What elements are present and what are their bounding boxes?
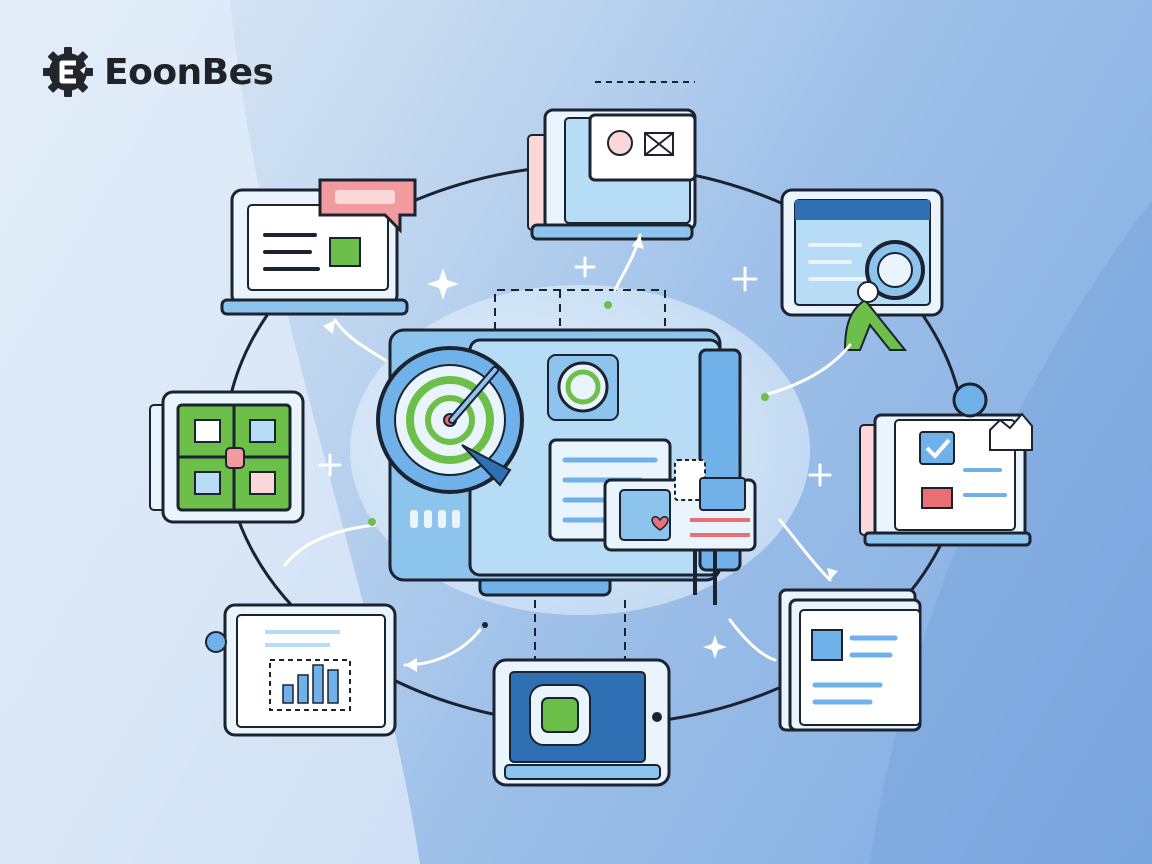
grid-task-module [149, 390, 305, 524]
tablet-module [492, 658, 671, 787]
document-stack-module [778, 588, 922, 732]
browser-window-module [527, 81, 697, 241]
laptop-document-module [220, 178, 417, 316]
central-processing-machine [376, 328, 757, 605]
brand-name: EoonBes [104, 51, 274, 93]
document-checklist-module [859, 382, 1033, 547]
dashboard-analysis-module [780, 188, 944, 351]
report-chart-module [205, 603, 397, 737]
gear-e-logo-icon [43, 47, 93, 97]
brand-logo[interactable]: EoonBes [40, 44, 274, 100]
